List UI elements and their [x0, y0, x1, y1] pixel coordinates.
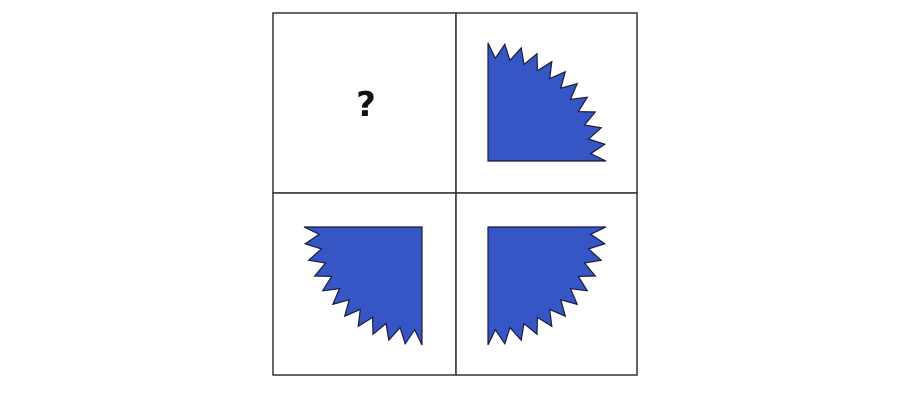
question-mark: ?: [356, 85, 376, 125]
serrated-quarter-circle-top-left-corner: [487, 226, 607, 346]
grid-frame: [272, 12, 638, 376]
serrated-quarter-circle-top-right-corner: [303, 226, 423, 346]
serrated-quarter-circle-bottom-left-corner: [487, 42, 607, 162]
cell-top-left: [272, 12, 457, 194]
